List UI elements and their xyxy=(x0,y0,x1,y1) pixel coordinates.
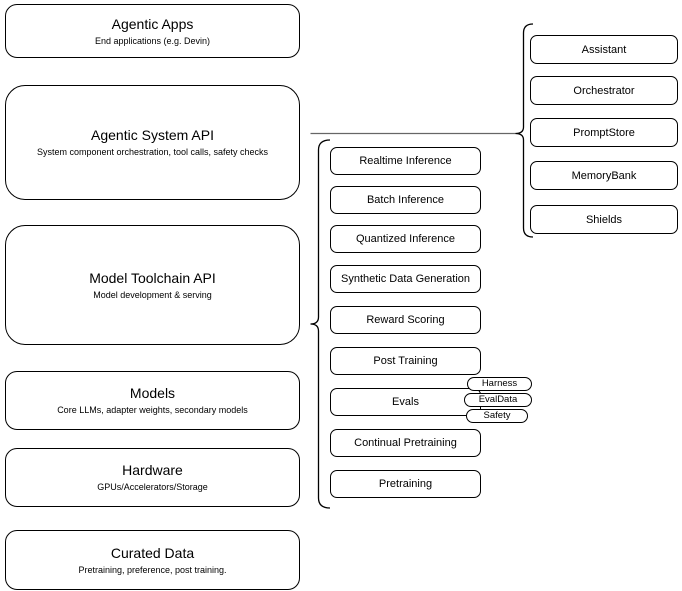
node-title: Model Toolchain API xyxy=(89,269,216,286)
node-continual-pretraining: Continual Pretraining xyxy=(330,429,481,457)
node-title: Curated Data xyxy=(110,544,195,561)
node-subtitle: Model development & serving xyxy=(93,289,212,300)
node-realtime-inference: Realtime Inference xyxy=(330,147,481,175)
node-batch-inference: Batch Inference xyxy=(330,186,481,214)
pill-safety: Safety xyxy=(466,409,528,423)
node-assistant: Assistant xyxy=(530,35,678,64)
node-title: Agentic Apps xyxy=(111,15,194,32)
node-promptstore: PromptStore xyxy=(530,118,678,147)
node-agentic-apps: Agentic Apps End applications (e.g. Devi… xyxy=(5,4,300,58)
node-pretraining: Pretraining xyxy=(330,470,481,498)
node-memorybank: MemoryBank xyxy=(530,161,678,190)
node-curated-data: Curated Data Pretraining, preference, po… xyxy=(5,530,300,590)
node-hardware: Hardware GPUs/Accelerators/Storage xyxy=(5,448,300,507)
pill-evaldata: EvalData xyxy=(464,393,532,407)
node-title: Agentic System API xyxy=(91,127,214,143)
node-shields: Shields xyxy=(530,205,678,234)
node-title: Hardware xyxy=(122,462,183,478)
node-synthetic-data-generation: Synthetic Data Generation xyxy=(330,265,481,293)
node-subtitle: System component orchestration, tool cal… xyxy=(36,147,269,157)
node-reward-scoring: Reward Scoring xyxy=(330,306,481,334)
node-subtitle: Pretraining, preference, post training. xyxy=(78,564,227,575)
node-model-toolchain-api: Model Toolchain API Model development & … xyxy=(5,225,300,345)
middle-stack-brace xyxy=(310,139,331,509)
pill-harness: Harness xyxy=(467,377,532,391)
node-post-training: Post Training xyxy=(330,347,481,375)
node-title: Models xyxy=(129,385,176,401)
node-subtitle: End applications (e.g. Devin) xyxy=(94,35,211,46)
node-evals: Evals xyxy=(330,388,481,416)
node-subtitle: GPUs/Accelerators/Storage xyxy=(97,482,208,492)
node-quantized-inference: Quantized Inference xyxy=(330,225,481,253)
node-models: Models Core LLMs, adapter weights, secon… xyxy=(5,371,300,430)
node-subtitle: Core LLMs, adapter weights, secondary mo… xyxy=(57,405,248,415)
node-agentic-system-api: Agentic System API System component orch… xyxy=(5,85,300,200)
node-orchestrator: Orchestrator xyxy=(530,76,678,105)
